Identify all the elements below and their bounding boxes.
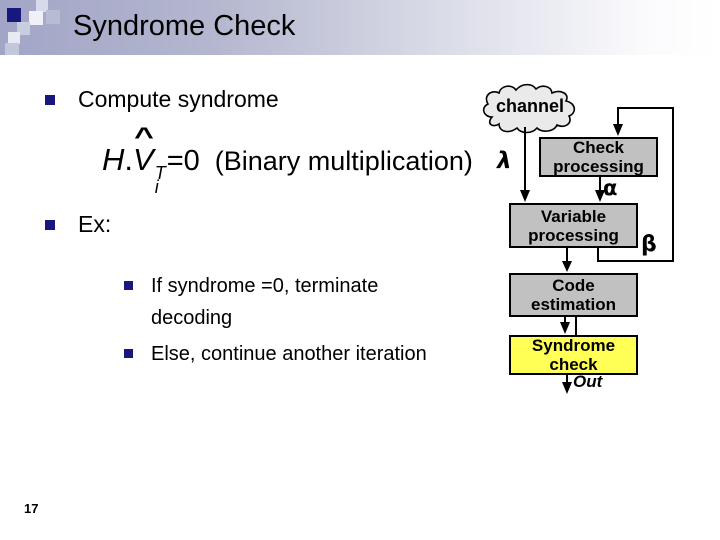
variable-to-code-arrow — [562, 248, 572, 272]
sub-bullet-continue: Else, continue another iteration — [151, 343, 427, 365]
diagram-lines — [482, 83, 674, 394]
check-processing-box: Check processing — [539, 137, 658, 177]
header-decoration-square — [46, 10, 60, 24]
sub-bullet-marker — [124, 281, 133, 290]
hat-accent: ^ — [134, 123, 155, 151]
formula-subscript-i: i — [154, 177, 159, 197]
formula-v-hat: ^V — [133, 123, 155, 177]
beta-label: β — [641, 232, 657, 257]
page-number: 17 — [24, 501, 39, 516]
code-to-syndrome-arrow — [560, 317, 577, 335]
header-decoration-square — [8, 32, 20, 44]
header-decoration-square — [7, 8, 21, 22]
header-decoration-square — [36, 0, 48, 12]
formula-equals-zero: =0 — [166, 145, 200, 177]
code-estimation-box: Code estimation — [509, 273, 638, 317]
bullet-marker — [45, 220, 55, 230]
slide-title: Syndrome Check — [73, 10, 296, 42]
bullet-ex: Ex: — [78, 211, 112, 237]
sub-bullet-terminate: If syndrome =0, terminate decoding — [151, 275, 379, 329]
channel-cloud-icon — [482, 83, 576, 134]
out-label: Out — [573, 372, 603, 391]
formula-superscript-t: T — [154, 163, 166, 183]
out-arrow — [562, 375, 572, 394]
header-band: Syndrome Check — [0, 0, 720, 55]
channel-label: channel — [495, 96, 565, 116]
syndrome-check-box: Syndrome check — [509, 335, 638, 375]
alpha-arrow — [595, 177, 605, 202]
decoder-flow-diagram: channel Check processing Variable proces… — [470, 75, 720, 405]
bullet-compute-syndrome: Compute syndrome — [78, 86, 279, 112]
lambda-arrow — [520, 127, 530, 202]
formula-h: H — [102, 142, 125, 177]
header-decoration-square — [17, 22, 30, 35]
lambda-label: λ — [497, 148, 512, 174]
formula-note: (Binary multiplication) — [214, 146, 473, 176]
header-decoration-square — [5, 43, 19, 55]
formula-dot: . — [124, 142, 134, 177]
bullet-marker — [45, 95, 55, 105]
header-decoration-square — [29, 11, 43, 25]
beta-feedback-line — [597, 107, 674, 262]
variable-processing-box: Variable processing — [509, 203, 638, 248]
alpha-label: α — [603, 176, 618, 200]
sub-bullet-marker — [124, 349, 133, 358]
